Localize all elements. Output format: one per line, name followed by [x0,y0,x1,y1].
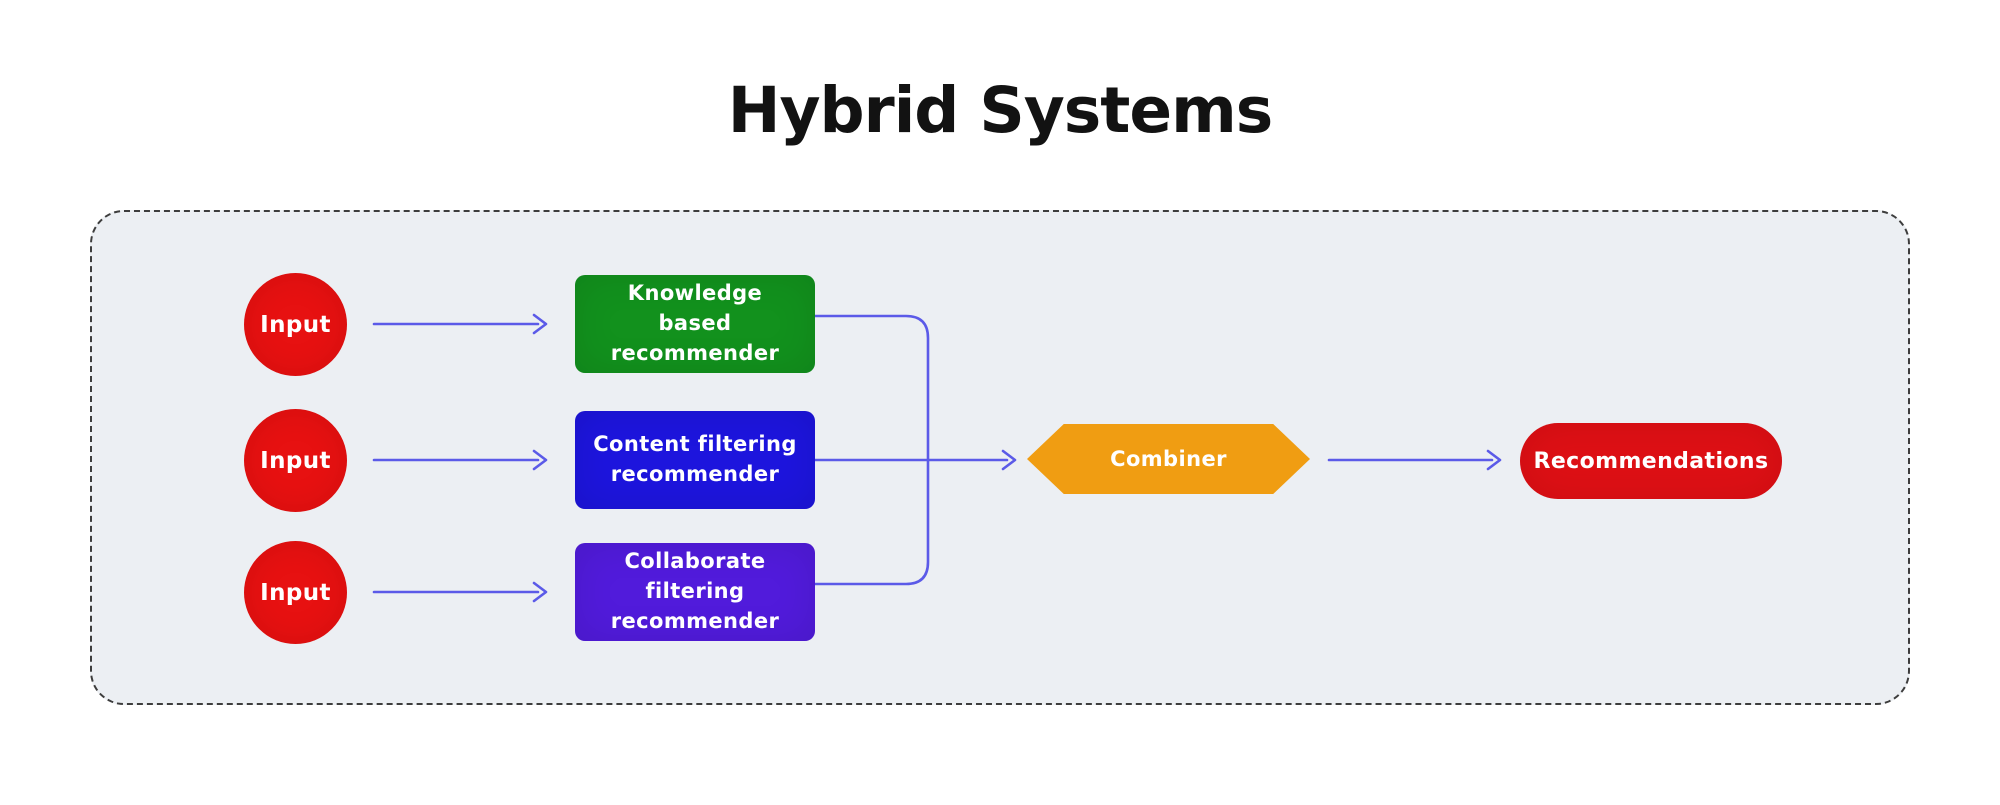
input-node-2-label: Input [260,447,331,474]
combiner-arrow-head [1001,449,1017,471]
input-node-3: Input [244,541,347,644]
collaborate-filtering-recommender-label: Collaborate filtering recommender [610,549,780,633]
content-filtering-recommender-node: Content filtering recommender [575,411,815,509]
input-node-2: Input [244,409,347,512]
merge-connector [813,314,930,586]
collaborate-filtering-recommender-node: Collaborate filtering recommender [575,543,815,641]
knowledge-based-recommender-node: Knowledge based recommender [575,275,815,373]
input-arrow-3-head [532,581,548,603]
recommendations-node-label: Recommendations [1533,448,1769,474]
input-node-1-label: Input [260,311,331,338]
page-title: Hybrid Systems [727,74,1274,147]
input-node-1: Input [244,273,347,376]
diagram-panel: Input Input Input Knowledge based recomm… [90,210,1910,705]
recommendations-node: Recommendations [1520,423,1782,499]
combiner-node-label: Combiner [1110,447,1227,471]
input-node-3-label: Input [260,579,331,606]
input-arrow-1-head [532,313,548,335]
combiner-node: Combiner [1027,424,1310,494]
content-filtering-recommender-label: Content filtering recommender [593,432,797,486]
input-arrow-2-head [532,449,548,471]
knowledge-based-recommender-label: Knowledge based recommender [610,281,780,365]
connector-layer [372,313,1502,603]
output-arrow-head [1486,449,1502,471]
